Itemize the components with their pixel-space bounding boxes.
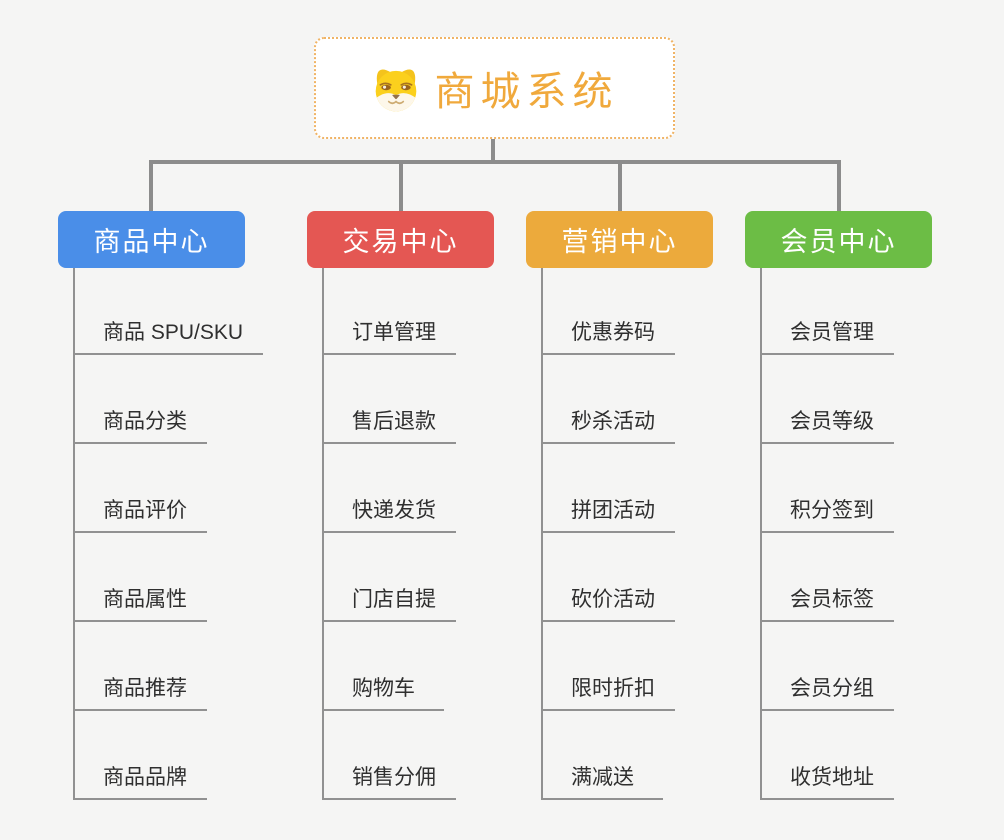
topic-column-trade: 订单管理 售后退款 快递发货 门店自提 购物车 销售分佣 (322, 268, 456, 800)
topic-node[interactable]: 商品评价 (75, 444, 207, 533)
topic-node[interactable]: 会员分组 (762, 622, 894, 711)
topic-node[interactable]: 会员标签 (762, 533, 894, 622)
topic-column-marketing: 优惠券码 秒杀活动 拼团活动 砍价活动 限时折扣 满减送 (541, 268, 675, 800)
topic-node[interactable]: 积分签到 (762, 444, 894, 533)
root-title: 商城系统 (434, 70, 619, 114)
topic-node[interactable]: 门店自提 (324, 533, 456, 622)
topic-node[interactable]: 快递发货 (324, 444, 456, 533)
connector-branch-stub (837, 162, 841, 211)
topic-node[interactable]: 订单管理 (324, 268, 456, 355)
topic-node[interactable]: 商品推荐 (75, 622, 207, 711)
topic-node[interactable]: 满减送 (543, 711, 663, 800)
topic-node[interactable]: 限时折扣 (543, 622, 675, 711)
topic-node[interactable]: 拼团活动 (543, 444, 675, 533)
topic-node[interactable]: 砍价活动 (543, 533, 675, 622)
connector-branch-stub (399, 162, 403, 211)
branch-node-product-center[interactable]: 商品中心 (58, 211, 245, 268)
branch-node-member-center[interactable]: 会员中心 (745, 211, 932, 268)
topic-node[interactable]: 优惠券码 (543, 268, 675, 355)
dog-face-icon (375, 69, 416, 112)
topic-node[interactable]: 商品分类 (75, 355, 207, 444)
topic-column-member: 会员管理 会员等级 积分签到 会员标签 会员分组 收货地址 (760, 268, 894, 800)
topic-node[interactable]: 售后退款 (324, 355, 456, 444)
topic-node[interactable]: 商品属性 (75, 533, 207, 622)
topic-node[interactable]: 会员等级 (762, 355, 894, 444)
connector-branch-stub (618, 162, 622, 211)
topic-node[interactable]: 购物车 (324, 622, 444, 711)
connector-trunk (149, 160, 841, 164)
topic-node[interactable]: 商品 SPU/SKU (75, 268, 264, 355)
topic-node[interactable]: 销售分佣 (324, 711, 456, 800)
topic-node[interactable]: 商品品牌 (75, 711, 207, 800)
topic-node[interactable]: 秒杀活动 (543, 355, 675, 444)
connector-branch-stub (149, 162, 153, 211)
branch-node-trade-center[interactable]: 交易中心 (307, 211, 494, 268)
topic-node[interactable]: 会员管理 (762, 268, 894, 355)
connector-root-stub (491, 139, 495, 162)
topic-node[interactable]: 收货地址 (762, 711, 894, 800)
root-node-mall-system[interactable]: 商城系统 (314, 37, 675, 139)
branch-node-marketing-center[interactable]: 营销中心 (526, 211, 713, 268)
topic-column-product: 商品 SPU/SKU 商品分类 商品评价 商品属性 商品推荐 商品品牌 (73, 268, 264, 800)
